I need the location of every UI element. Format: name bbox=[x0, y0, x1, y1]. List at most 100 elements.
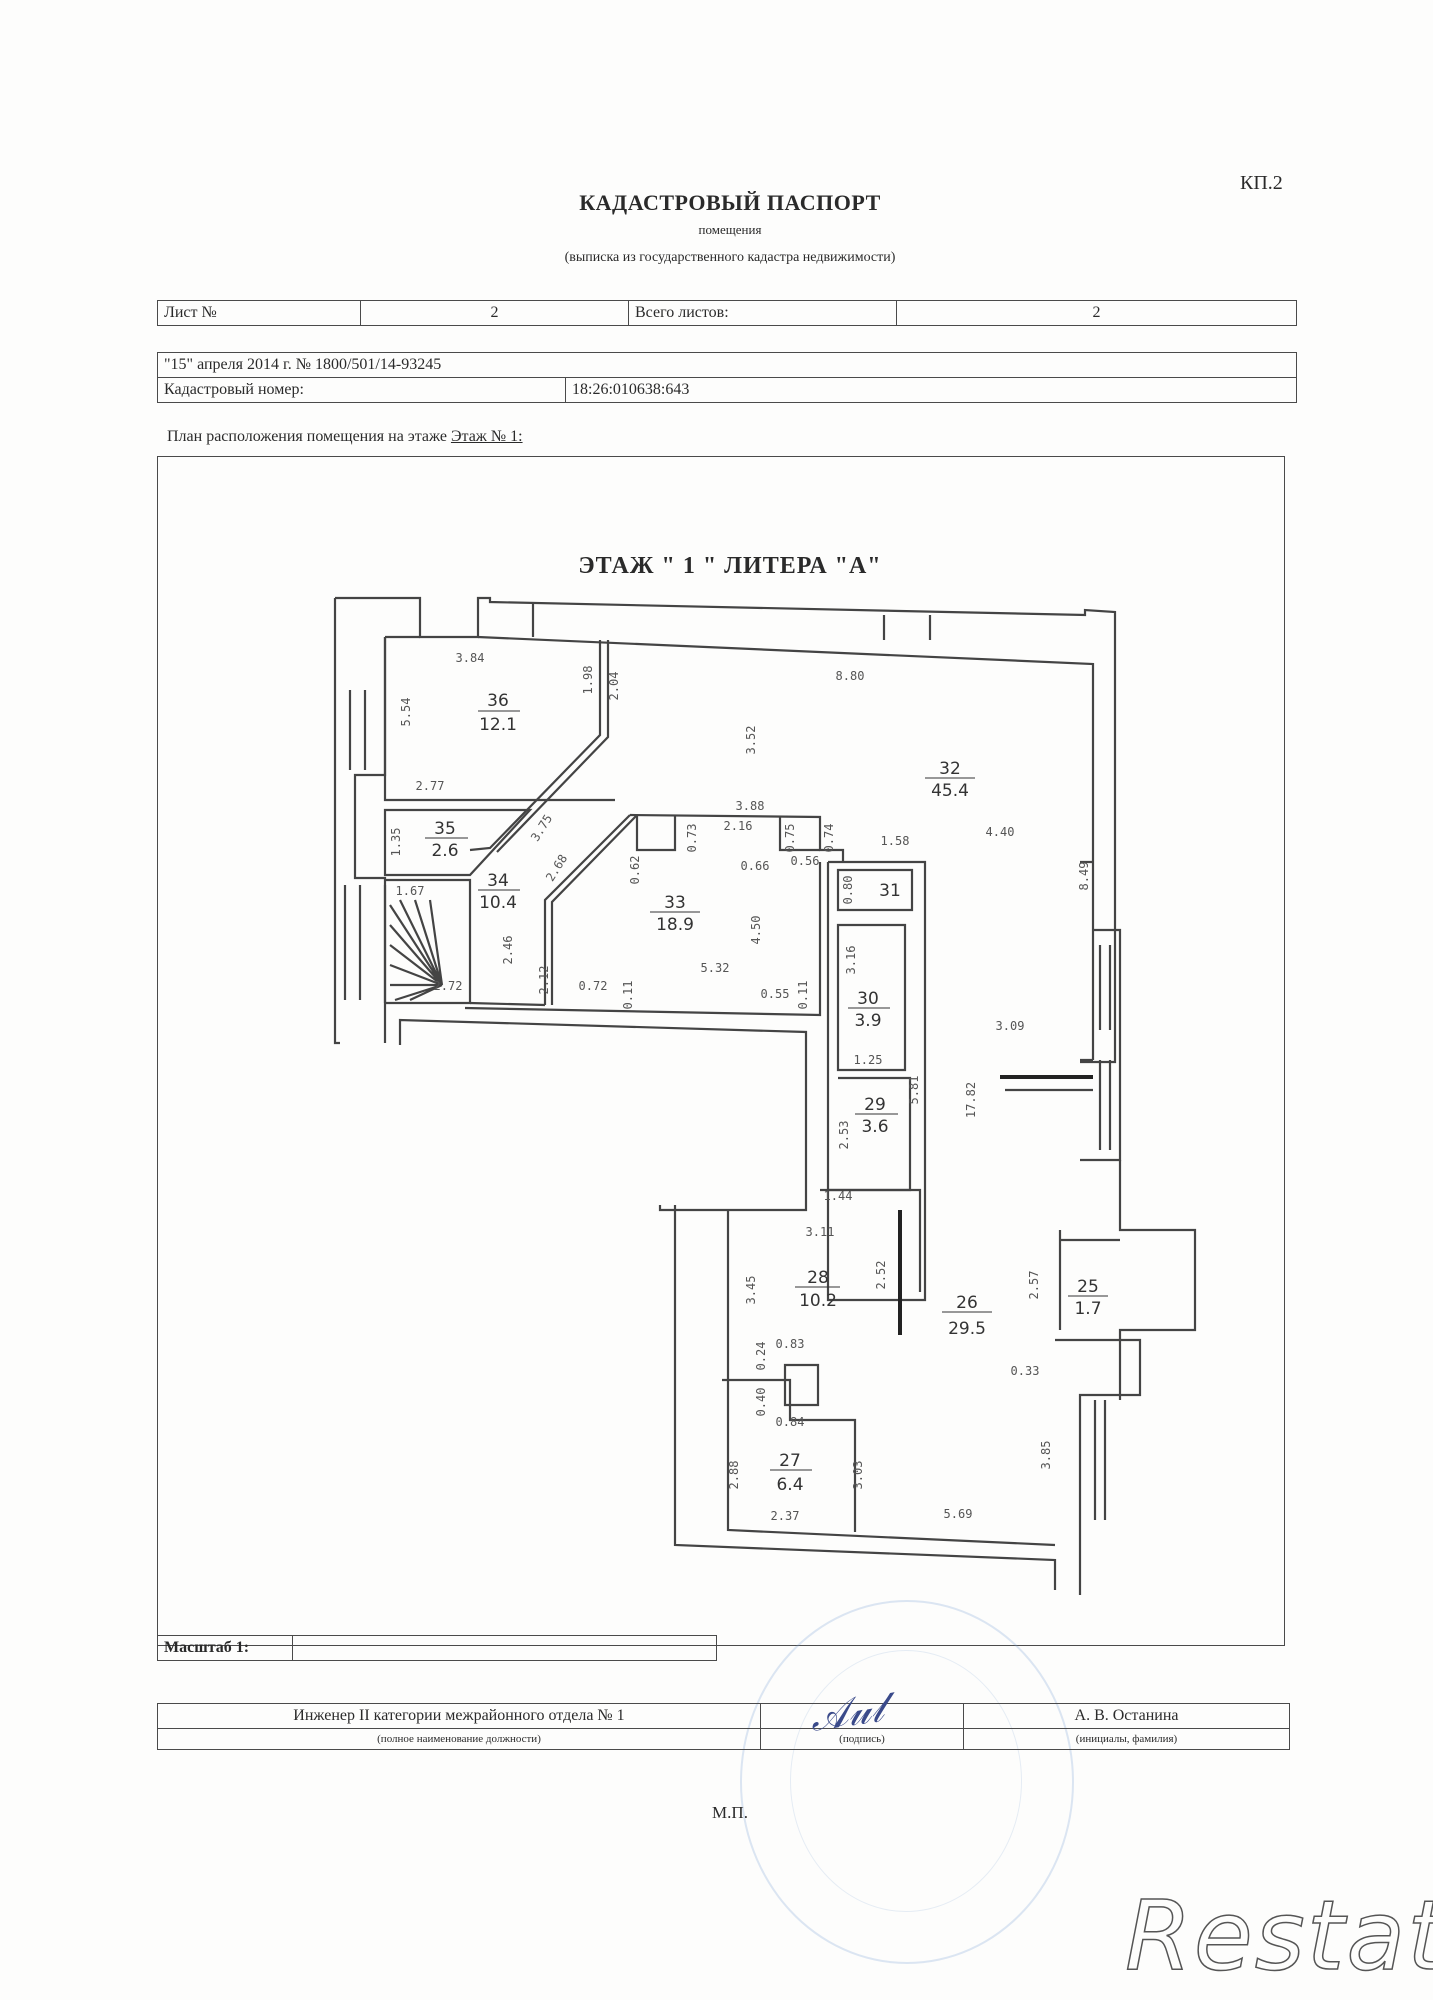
plan-frame bbox=[157, 456, 1285, 1646]
svg-text:0.75: 0.75 bbox=[783, 824, 797, 853]
svg-text:4.50: 4.50 bbox=[749, 916, 763, 945]
svg-text:3.03: 3.03 bbox=[851, 1461, 865, 1490]
svg-text:29: 29 bbox=[864, 1095, 886, 1115]
svg-text:2.52: 2.52 bbox=[874, 1261, 888, 1290]
plan-caption-floor: Этаж № 1: bbox=[450, 428, 523, 445]
svg-text:5.81: 5.81 bbox=[907, 1076, 921, 1105]
svg-text:1.58: 1.58 bbox=[881, 834, 910, 848]
svg-text:1.44: 1.44 bbox=[824, 1189, 853, 1203]
signature-cell bbox=[760, 1703, 964, 1729]
svg-text:4.40: 4.40 bbox=[986, 825, 1015, 839]
scale-value bbox=[292, 1635, 717, 1661]
sheet-value: 2 bbox=[360, 300, 629, 326]
svg-text:2.72: 2.72 bbox=[434, 979, 463, 993]
svg-text:3.85: 3.85 bbox=[1039, 1441, 1053, 1470]
seal-stamp bbox=[740, 1600, 1074, 1964]
scale-table: Масштаб 1: bbox=[157, 1635, 717, 1661]
info-table: "15" апреля 2014 г. № 1800/501/14-93245 … bbox=[157, 352, 1297, 403]
svg-text:3.6: 3.6 bbox=[861, 1117, 888, 1137]
cadastral-label: Кадастровый номер: bbox=[157, 377, 566, 403]
svg-text:8.80: 8.80 bbox=[836, 669, 865, 683]
svg-text:3.45: 3.45 bbox=[744, 1276, 758, 1305]
sheet-table: Лист № 2 Всего листов: 2 bbox=[157, 300, 1297, 326]
svg-text:32: 32 bbox=[939, 759, 961, 779]
plan-caption: План расположения помещения на этаже Эта… bbox=[167, 428, 523, 446]
document-subtitle: помещения bbox=[698, 222, 762, 237]
position-caption: (полное наименование должности) bbox=[157, 1728, 761, 1750]
svg-text:0.33: 0.33 bbox=[1011, 1364, 1040, 1378]
svg-text:0.80: 0.80 bbox=[841, 876, 855, 905]
signature-table: Инженер II категории межрайонного отдела… bbox=[157, 1703, 1290, 1750]
svg-text:5.69: 5.69 bbox=[944, 1507, 973, 1521]
svg-text:2.37: 2.37 bbox=[771, 1509, 800, 1523]
svg-text:35: 35 bbox=[434, 819, 456, 839]
svg-text:26: 26 bbox=[956, 1293, 978, 1313]
svg-text:1.35: 1.35 bbox=[389, 828, 403, 857]
svg-text:0.66: 0.66 bbox=[741, 859, 770, 873]
svg-text:6.4: 6.4 bbox=[776, 1475, 803, 1495]
svg-text:0.55: 0.55 bbox=[761, 987, 790, 1001]
svg-text:3.52: 3.52 bbox=[744, 726, 758, 755]
svg-text:0.83: 0.83 bbox=[776, 1337, 805, 1351]
name-value: А. В. Останина bbox=[963, 1703, 1290, 1729]
svg-text:0.84: 0.84 bbox=[776, 1415, 805, 1429]
svg-text:33: 33 bbox=[664, 893, 686, 913]
svg-text:2.6: 2.6 bbox=[431, 841, 458, 861]
svg-text:1.98: 1.98 bbox=[581, 666, 595, 695]
svg-text:2.53: 2.53 bbox=[837, 1121, 851, 1150]
svg-text:2.16: 2.16 bbox=[724, 819, 753, 833]
restate-watermark-logo: Restate bbox=[1124, 1879, 1433, 1993]
svg-text:0.11: 0.11 bbox=[621, 981, 635, 1010]
svg-text:5.32: 5.32 bbox=[701, 961, 730, 975]
svg-text:0.40: 0.40 bbox=[754, 1388, 768, 1417]
name-caption: (инициалы, фамилия) bbox=[963, 1728, 1290, 1750]
svg-text:0.62: 0.62 bbox=[628, 856, 642, 885]
svg-text:2.46: 2.46 bbox=[501, 936, 515, 965]
svg-text:0.56: 0.56 bbox=[791, 854, 820, 868]
total-sheets-label: Всего листов: bbox=[628, 300, 897, 326]
plan-title: ЭТАЖ " 1 " ЛИТЕРА "А" bbox=[578, 553, 882, 579]
svg-text:0.11: 0.11 bbox=[796, 981, 810, 1010]
svg-text:25: 25 bbox=[1077, 1277, 1099, 1297]
svg-text:0.72: 0.72 bbox=[579, 979, 608, 993]
svg-text:17.82: 17.82 bbox=[964, 1082, 978, 1118]
signature-caption: (подпись) bbox=[760, 1728, 964, 1750]
svg-text:2.77: 2.77 bbox=[416, 779, 445, 793]
svg-text:31: 31 bbox=[879, 881, 901, 901]
svg-text:28: 28 bbox=[807, 1268, 829, 1288]
svg-text:3.09: 3.09 bbox=[996, 1019, 1025, 1033]
svg-text:29.5: 29.5 bbox=[948, 1319, 986, 1339]
svg-text:1.67: 1.67 bbox=[396, 884, 425, 898]
scale-label: Масштаб 1: bbox=[157, 1635, 293, 1661]
svg-text:3.11: 3.11 bbox=[806, 1225, 835, 1239]
svg-text:3.16: 3.16 bbox=[844, 946, 858, 975]
svg-text:30: 30 bbox=[857, 989, 879, 1009]
svg-text:3.9: 3.9 bbox=[854, 1011, 881, 1031]
svg-text:0.74: 0.74 bbox=[822, 824, 836, 853]
plan-caption-prefix: План расположения помещения на этаже bbox=[167, 428, 447, 445]
position-value: Инженер II категории межрайонного отдела… bbox=[157, 1703, 761, 1729]
cadastral-value: 18:26:010638:643 bbox=[565, 377, 1297, 403]
svg-text:0.73: 0.73 bbox=[685, 824, 699, 853]
svg-text:0.24: 0.24 bbox=[754, 1342, 768, 1371]
svg-text:18.9: 18.9 bbox=[656, 915, 694, 935]
svg-text:10.4: 10.4 bbox=[479, 893, 517, 913]
document-note: (выписка из государственного кадастра не… bbox=[564, 250, 896, 265]
room-36-area: 12.1 bbox=[479, 715, 517, 735]
svg-text:2.88: 2.88 bbox=[727, 1461, 741, 1490]
svg-text:3.84: 3.84 bbox=[456, 651, 485, 665]
svg-text:5.54: 5.54 bbox=[399, 698, 413, 727]
svg-text:1.7: 1.7 bbox=[1074, 1299, 1101, 1319]
svg-text:2.12: 2.12 bbox=[537, 966, 551, 995]
svg-text:8.49: 8.49 bbox=[1077, 862, 1091, 891]
total-sheets-value: 2 bbox=[896, 300, 1297, 326]
seal-label: М.П. bbox=[712, 1803, 748, 1822]
seal-stamp-inner bbox=[790, 1650, 1022, 1912]
svg-text:3.88: 3.88 bbox=[736, 799, 765, 813]
svg-text:2.04: 2.04 bbox=[607, 672, 621, 701]
svg-text:34: 34 bbox=[487, 871, 509, 891]
svg-text:45.4: 45.4 bbox=[931, 781, 969, 801]
svg-text:27: 27 bbox=[779, 1451, 801, 1471]
svg-text:10.2: 10.2 bbox=[799, 1291, 837, 1311]
